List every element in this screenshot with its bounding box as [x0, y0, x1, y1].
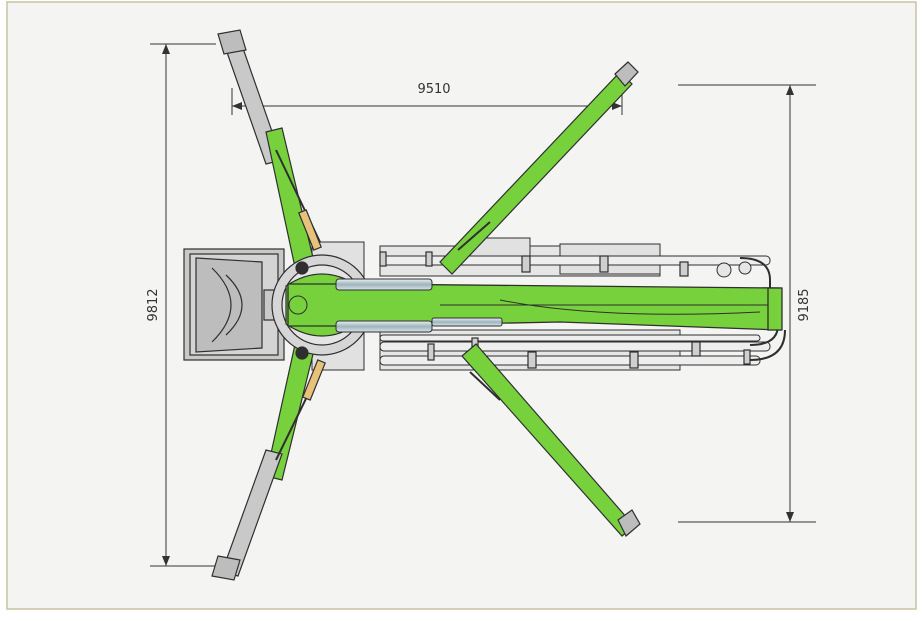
dimension-label-9812: 9812	[146, 288, 161, 321]
outrigger-bottom-right	[461, 343, 641, 537]
dimension-label-9185: 9185	[797, 288, 812, 321]
outrigger-bottom-left	[211, 339, 326, 581]
boom-cylinders	[288, 278, 503, 333]
dimension-label-9510: 9510	[417, 82, 450, 97]
pipe-clamps	[379, 251, 751, 369]
dimension-lines	[150, 43, 816, 567]
outrigger-top-right	[439, 61, 639, 275]
outrigger-top-left	[217, 29, 322, 273]
dimension-arrows	[162, 44, 794, 566]
